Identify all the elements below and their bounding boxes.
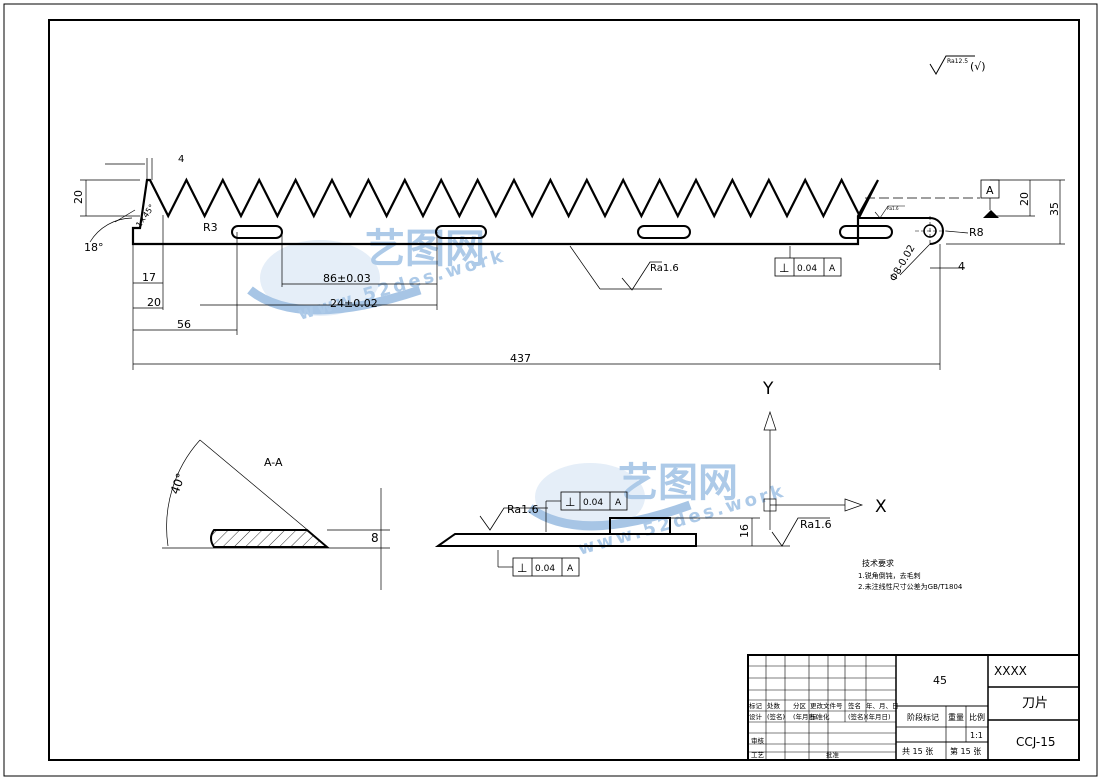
dim-4-right: 4 <box>958 260 965 273</box>
tol-symbol: ⊥ <box>779 261 789 275</box>
tb-label-b: 设计 <box>749 712 763 721</box>
dim-17: 17 <box>142 271 156 284</box>
notes-heading: 技术要求 <box>862 558 894 568</box>
dim-angle-18: 18° <box>84 241 104 254</box>
perpendicularity-frame: ⊥ 0.04 A <box>774 257 842 277</box>
side-plate-raised <box>609 517 671 535</box>
tb-label-b: 标准化 <box>810 712 830 721</box>
dim-4-top: 4 <box>178 154 184 165</box>
section-angle: 40° <box>168 471 188 496</box>
svg-text:0.04: 0.04 <box>535 564 555 574</box>
tol-datum: A <box>829 264 836 274</box>
title-block <box>747 654 1080 761</box>
dim-20-right: 20 <box>1018 192 1031 206</box>
dim-r8: R8 <box>969 226 984 239</box>
axis-y-label: Y <box>762 379 774 399</box>
dim-r3: R3 <box>203 221 218 234</box>
tb-label-approve: 批准 <box>826 750 840 759</box>
tb-material: 45 <box>933 674 947 687</box>
tb-company: XXXX <box>994 664 1027 678</box>
axis-x-label: X <box>875 497 887 517</box>
side-ra-right: Ra1.6 <box>800 518 832 531</box>
tb-label-process: 工艺 <box>751 751 765 759</box>
side-height: 16 <box>738 524 751 538</box>
section-title: A-A <box>264 456 283 469</box>
tb-weight-label: 重量 <box>948 712 964 722</box>
notes-line-2: 2.未注线性尺寸公差为GB/T1804 <box>858 582 963 591</box>
dim-20-left: 20 <box>72 190 85 204</box>
tb-part-name: 刀片 <box>1022 696 1048 711</box>
dim-24: 24±0.02 <box>330 297 378 310</box>
svg-text:⊥: ⊥ <box>565 495 575 509</box>
tb-label-b: (签名) <box>848 712 866 721</box>
default-roughness-paren: (√) <box>970 60 986 73</box>
default-roughness-symbol: Ra12.5 (√) <box>929 55 986 75</box>
tb-scale-label: 比例 <box>969 712 985 722</box>
slot-2 <box>435 225 487 239</box>
tb-label-b: (年月日) <box>866 712 891 721</box>
tb-label-a: 更改文件号 <box>810 701 843 710</box>
dim-86: 86±0.03 <box>323 272 371 285</box>
section-hatched-profile <box>210 529 330 548</box>
rack-blade-top-view: A 4 20 R3 1×45° 18° 17 20 56 86±0.03 24±… <box>72 154 1065 370</box>
tb-stage-label: 阶段标记 <box>907 712 939 722</box>
svg-text:0.04: 0.04 <box>583 498 603 508</box>
dim-56: 56 <box>177 318 191 331</box>
tb-label-a: 分区 <box>793 701 807 710</box>
tb-label-a: 年、月、日 <box>866 701 899 710</box>
outer-border <box>3 3 1098 777</box>
rack-teeth-outline <box>131 177 879 246</box>
tb-label-a: 处数 <box>767 701 781 710</box>
roughness-small: Ra1.6 <box>887 206 899 211</box>
roughness-label: Ra1.6 <box>650 263 679 274</box>
section-a-a: A-A 40° 8 <box>162 439 390 590</box>
dim-20-bottom: 20 <box>147 296 161 309</box>
dim-phi8: Φ8-0.02 <box>888 243 918 283</box>
tb-label-b: (签名) <box>767 712 785 721</box>
dim-35: 35 <box>1048 202 1061 216</box>
tb-label-review: 审核 <box>751 736 765 745</box>
tb-drawing-no: CCJ-15 <box>1016 735 1055 749</box>
tb-label-a: 标记 <box>749 701 763 710</box>
inner-border <box>48 19 1080 761</box>
slot-4 <box>839 225 893 239</box>
tb-label-a: 签名 <box>848 701 861 710</box>
tb-sheets: 共 15 张 <box>902 747 933 756</box>
tb-sheet-no: 第 15 张 <box>950 746 981 756</box>
svg-text:⊥: ⊥ <box>517 561 527 575</box>
tol-value: 0.04 <box>797 264 817 274</box>
side-ra-left: Ra1.6 <box>507 503 539 516</box>
right-lug <box>858 217 944 245</box>
svg-text:A: A <box>615 498 622 508</box>
technical-notes: 技术要求 1.锐角倒钝，去毛刺 2.未注线性尺寸公差为GB/T1804 <box>858 558 963 591</box>
section-thickness: 8 <box>371 531 379 545</box>
side-tolerance-bottom: ⊥ 0.04 A <box>497 550 580 577</box>
watermark-cn-2: 艺图网 <box>618 460 738 506</box>
notes-line-1: 1.锐角倒钝，去毛刺 <box>858 571 921 580</box>
tb-scale: 1:1 <box>970 731 983 740</box>
dim-437: 437 <box>510 352 531 365</box>
svg-text:A: A <box>567 564 574 574</box>
slot-3 <box>637 225 691 239</box>
side-plate-base <box>434 533 697 547</box>
default-roughness-value: Ra12.5 <box>947 58 968 65</box>
side-view: Y X 16 Ra1.6 Ra1.6 ⊥ 0.04 A ⊥ 0.04 A <box>434 379 887 577</box>
datum-label: A <box>986 184 994 197</box>
watermark-cn: 艺图网 <box>365 226 485 272</box>
tb-label-b: (年月日) <box>793 712 818 721</box>
side-tolerance-top: ⊥ 0.04 A <box>545 491 628 532</box>
slot-1 <box>231 225 283 239</box>
